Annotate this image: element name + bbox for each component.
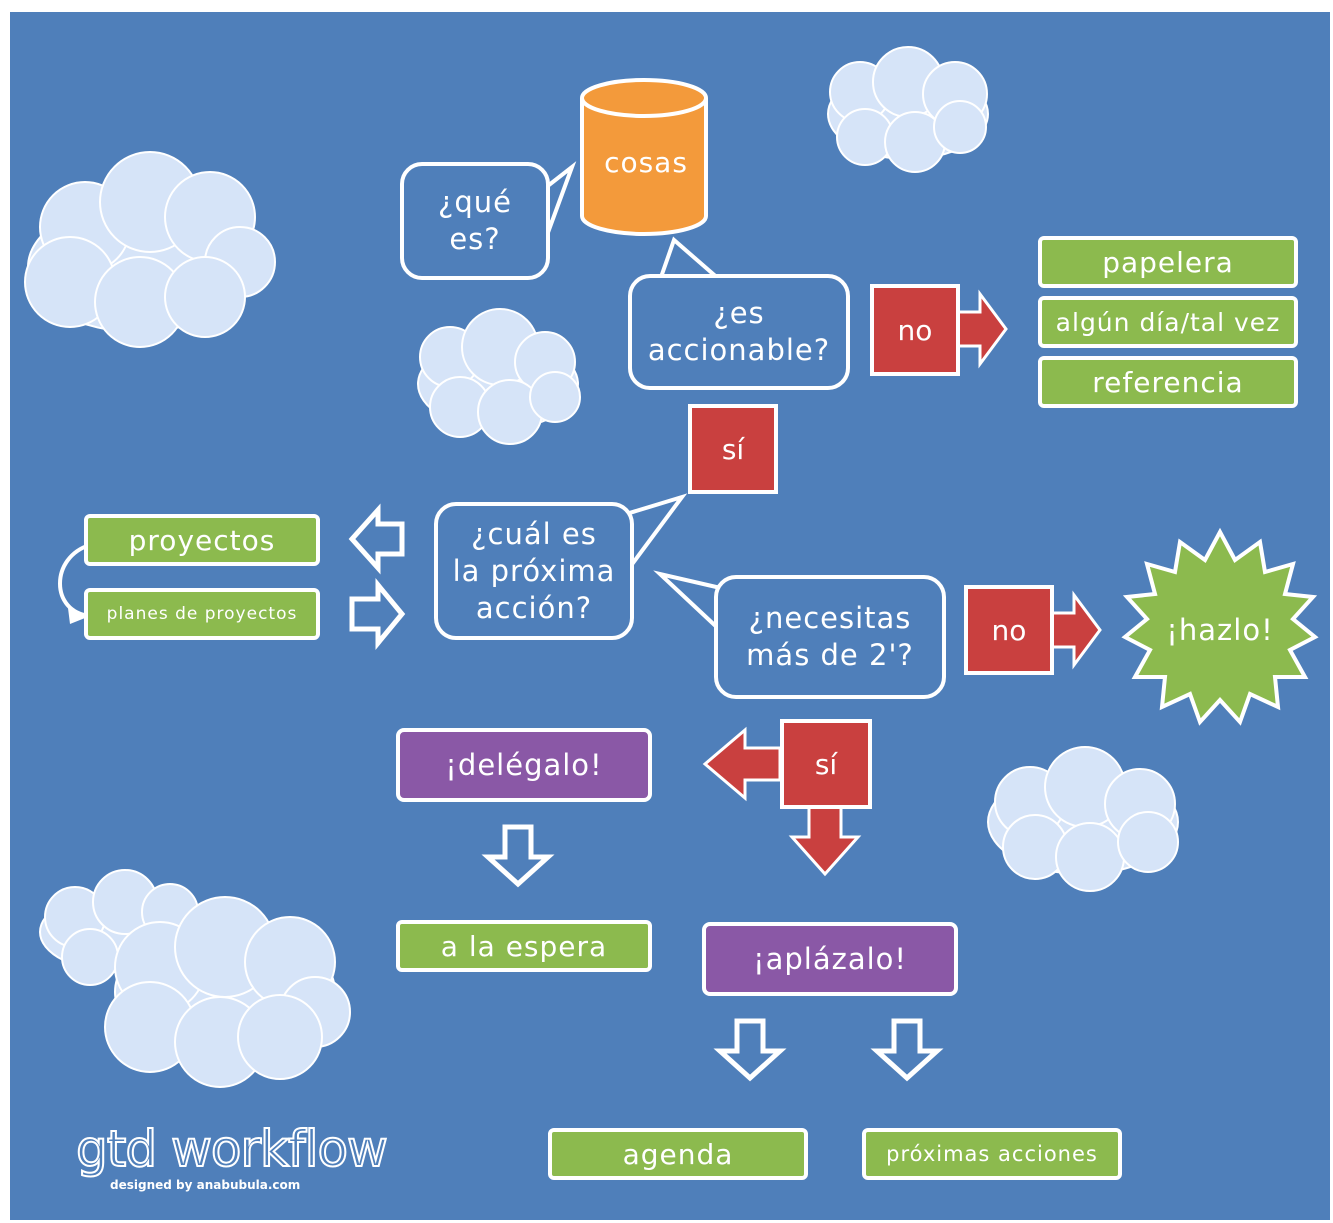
outcome-delegalo: ¡delégalo! (396, 728, 652, 802)
cloud-icon (987, 746, 1179, 892)
footer-credit: designed by anabubula.com (110, 1178, 301, 1192)
start-label: cosas (604, 145, 688, 179)
outcome-proximas-acciones: próximas acciones (862, 1128, 1122, 1180)
arrow-right-icon (349, 578, 406, 650)
bubble-que-es: ¿qué es? (400, 162, 550, 280)
category-algun-dia: algún día/tal vez (1038, 296, 1298, 348)
connectors-layer (24, 46, 1319, 1088)
project-plans-box: planes de proyectos (84, 588, 320, 640)
outcome-hazlo: ¡hazlo! (1166, 613, 1274, 647)
starburst-icon (1121, 527, 1319, 726)
arrow-head (68, 608, 90, 624)
bubble-necesitas: ¿necesitas más de 2'? (714, 575, 946, 699)
arrow-down-icon (788, 802, 862, 877)
arrow-left-icon (348, 503, 405, 575)
category-referencia: referencia (1038, 356, 1298, 408)
category-papelera: papelera (1038, 236, 1298, 288)
arrow-down-icon (870, 1018, 944, 1082)
outcome-a-la-espera: a la espera (396, 920, 652, 972)
arrow-left-icon (702, 726, 782, 802)
cloud-icon (104, 896, 351, 1088)
arrow-down-icon (713, 1018, 787, 1082)
arrow-right-icon (1050, 590, 1102, 670)
diagram-canvas: cosas ¿qué es? ¿es accionable? ¿cuál es … (10, 12, 1330, 1220)
arrow-right-icon (956, 289, 1008, 369)
bubble-proxima-accion: ¿cuál es la próxima acción? (434, 502, 634, 640)
footer-title: gtd workflow (75, 1119, 389, 1179)
outcome-aplazalo: ¡aplázalo! (702, 922, 958, 996)
answer-no-two-minutes: no (964, 585, 1054, 675)
cylinder-icon (580, 78, 708, 236)
answer-si-actionable: sí (688, 404, 778, 494)
answer-si-two-minutes: sí (780, 719, 872, 809)
cloud-icon (24, 151, 276, 348)
answer-no-actionable: no (870, 284, 960, 376)
projects-box: proyectos (84, 514, 320, 566)
cloud-icon (417, 308, 581, 445)
outcome-agenda: agenda (548, 1128, 808, 1180)
cloud-icon (827, 46, 989, 173)
bubble-accionable: ¿es accionable? (628, 274, 850, 390)
arrow-down-icon (481, 824, 555, 888)
